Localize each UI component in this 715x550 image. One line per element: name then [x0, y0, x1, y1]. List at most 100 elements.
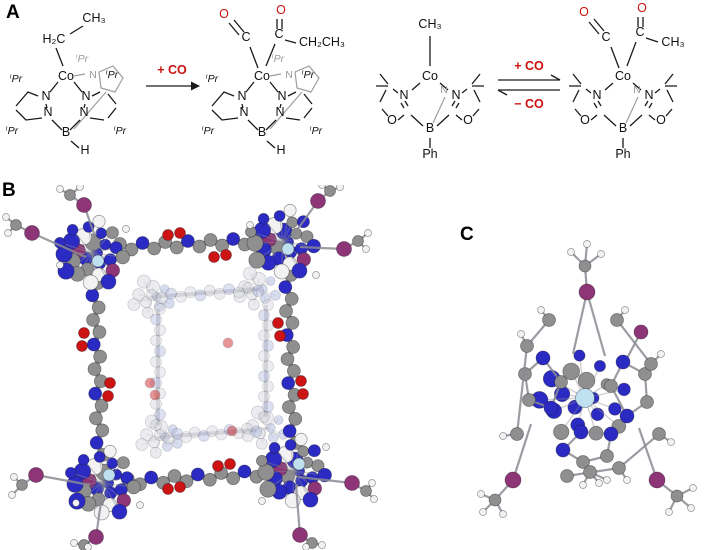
- bond: [49, 81, 59, 93]
- atom: [246, 288, 258, 301]
- bond: [451, 73, 484, 121]
- atom: [583, 240, 591, 248]
- methyl-label: CH₃: [418, 17, 441, 31]
- atom: [262, 380, 274, 393]
- plus-co-label: + CO: [157, 63, 187, 77]
- mof-square-structure-svg: [2, 185, 378, 550]
- atom: [175, 290, 187, 303]
- bond: [98, 65, 124, 93]
- atom: [66, 223, 79, 236]
- atom: [150, 313, 162, 326]
- bond: [436, 114, 450, 127]
- atom: [255, 437, 268, 450]
- atom: [154, 366, 166, 379]
- atom: [132, 288, 146, 302]
- atom: [621, 306, 629, 314]
- equilibrium-arrows: + CO − CO: [497, 59, 561, 111]
- atom: [233, 290, 247, 303]
- atom: [268, 432, 279, 443]
- atom: [174, 481, 186, 493]
- bond: [83, 91, 117, 121]
- bond: [294, 484, 302, 536]
- bond: [233, 19, 245, 33]
- atom: [203, 233, 218, 247]
- atom: [258, 309, 270, 322]
- reaction-scheme-svg: CH₃ H₂C Co ⁱPr N N N ⁱPr ⁱPr: [6, 1, 685, 162]
- atom: [286, 340, 300, 354]
- panel-b-label: B: [2, 180, 16, 201]
- ipr-label: ⁱPr: [10, 73, 23, 85]
- atom: [203, 472, 217, 487]
- atom: [687, 504, 695, 512]
- atom: [149, 389, 161, 401]
- atom: [517, 330, 525, 338]
- atom: [567, 248, 575, 256]
- atom: [555, 442, 571, 458]
- atom: [617, 382, 631, 397]
- atom: [318, 185, 326, 189]
- bond: [153, 436, 161, 443]
- atom: [652, 427, 666, 441]
- hydrogen-label: H: [80, 143, 89, 157]
- atom: [111, 503, 128, 520]
- atom: [273, 415, 284, 425]
- atom: [573, 349, 586, 362]
- bond: [637, 427, 659, 481]
- atom: [257, 463, 275, 481]
- atom: [154, 345, 166, 358]
- atom: [150, 355, 162, 368]
- atom: [543, 400, 559, 416]
- atom: [238, 280, 252, 294]
- atom: [256, 455, 268, 467]
- atom: [89, 435, 104, 450]
- atom: [215, 428, 228, 441]
- atom: [154, 429, 166, 441]
- atom: [162, 441, 173, 452]
- methyl-label: CH₃: [661, 35, 684, 49]
- atom: [336, 185, 344, 191]
- oxygen-label: O: [276, 3, 286, 17]
- atom: [126, 479, 141, 495]
- atom: [188, 426, 201, 439]
- bond: [511, 423, 533, 481]
- bond: [376, 73, 409, 121]
- carbon-label: C: [601, 30, 610, 44]
- atom: [64, 189, 76, 201]
- oxygen-ring-label: O: [387, 113, 397, 127]
- atom: [619, 408, 635, 424]
- structure-ethyl-tp-cobalt: CH₃ H₂C Co ⁱPr N N N ⁱPr ⁱPr: [6, 11, 127, 157]
- bond: [59, 242, 93, 254]
- bond: [610, 46, 620, 69]
- atom: [2, 213, 10, 221]
- atom: [246, 419, 260, 433]
- atom: [92, 325, 107, 339]
- bond: [250, 231, 284, 243]
- atom: [222, 337, 234, 349]
- bond: [35, 473, 91, 487]
- atom: [137, 274, 151, 289]
- atom: [283, 203, 297, 217]
- bond: [257, 288, 266, 299]
- atom: [206, 425, 219, 438]
- bond: [265, 427, 284, 436]
- bond: [261, 460, 295, 472]
- bond: [145, 296, 153, 303]
- atom: [95, 423, 110, 438]
- atom: [203, 284, 216, 297]
- bond: [585, 291, 607, 357]
- atom: [603, 426, 619, 442]
- atom: [145, 414, 159, 429]
- atom: [251, 271, 266, 286]
- atom: [78, 327, 90, 339]
- atom: [150, 334, 162, 347]
- atom: [174, 227, 186, 239]
- nitrogen-label: N: [43, 105, 52, 119]
- bond: [151, 421, 161, 438]
- atom: [324, 185, 336, 197]
- carbon-label: C: [241, 30, 250, 44]
- bond: [265, 419, 280, 429]
- atom: [667, 438, 675, 446]
- atom: [488, 493, 502, 507]
- atom: [55, 245, 73, 263]
